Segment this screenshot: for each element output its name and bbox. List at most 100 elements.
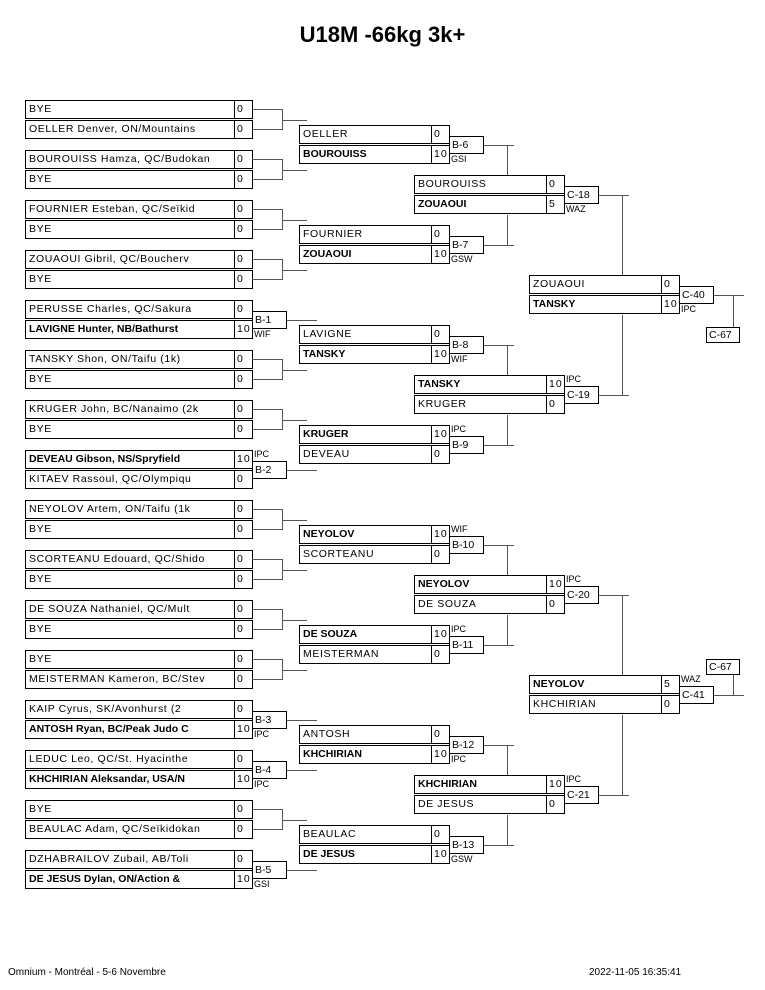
- competitor-row[interactable]: ZOUAOUI Gibril, QC/Boucherv: [25, 250, 235, 269]
- competitor-row[interactable]: FOURNIER Esteban, QC/Seïkid: [25, 200, 235, 219]
- technique-code: GSW: [451, 254, 473, 264]
- match-label[interactable]: B-2: [252, 461, 287, 479]
- competitor-row[interactable]: KRUGER: [414, 395, 547, 414]
- competitor-row[interactable]: BOUROUISS Hamza, QC/Budokan: [25, 150, 235, 169]
- match-label[interactable]: C-40: [679, 286, 714, 304]
- score-value: 0: [237, 603, 244, 615]
- competitor-row[interactable]: ANTOSH: [299, 725, 432, 744]
- match-label[interactable]: B-13: [449, 836, 484, 854]
- competitor-name: NEYOLOV Artem, ON/Taifu (1k: [29, 503, 191, 515]
- competitor-score: 0: [546, 795, 565, 814]
- competitor-row[interactable]: NEYOLOV: [414, 575, 547, 594]
- competitor-row[interactable]: ZOUAOUI: [414, 195, 547, 214]
- competitor-row[interactable]: KRUGER John, BC/Nanaimo (2k: [25, 400, 235, 419]
- competitor-row[interactable]: DZHABRAILOV Zubail, AB/Toli: [25, 850, 235, 869]
- competitor-row[interactable]: SCORTEANU Edouard, QC/Shido: [25, 550, 235, 569]
- competitor-score: 5: [661, 675, 680, 694]
- competitor-row[interactable]: ZOUAOUI: [529, 275, 662, 294]
- match-label[interactable]: C-41: [679, 686, 714, 704]
- competitor-row[interactable]: BYE: [25, 220, 235, 239]
- match-label[interactable]: B-4: [252, 761, 287, 779]
- competitor-row[interactable]: BYE: [25, 100, 235, 119]
- competitor-score: 0: [234, 400, 253, 419]
- competitor-row[interactable]: BYE: [25, 270, 235, 289]
- match-label[interactable]: B-1: [252, 311, 287, 329]
- competitor-row[interactable]: BYE: [25, 650, 235, 669]
- competitor-row[interactable]: NEYOLOV: [299, 525, 432, 544]
- competitor-row[interactable]: BYE: [25, 620, 235, 639]
- competitor-row[interactable]: DE JESUS Dylan, ON/Action &: [25, 870, 235, 889]
- competitor-row[interactable]: KAIP Cyrus, SK/Avonhurst (2: [25, 700, 235, 719]
- competitor-row[interactable]: OELLER Denver, ON/Mountains: [25, 120, 235, 139]
- match-label[interactable]: B-7: [449, 236, 484, 254]
- connector-line: [282, 209, 283, 230]
- competitor-row[interactable]: KHCHIRIAN: [414, 775, 547, 794]
- competitor-row[interactable]: KRUGER: [299, 425, 432, 444]
- match-label[interactable]: B-10: [449, 536, 484, 554]
- competitor-row[interactable]: LEDUC Leo, QC/St. Hyacinthe: [25, 750, 235, 769]
- competitor-row[interactable]: DE JESUS: [299, 845, 432, 864]
- bracket-title: U18M -66kg 3k+: [299, 22, 466, 47]
- match-label[interactable]: C-20: [564, 586, 599, 604]
- match-label[interactable]: C-18: [564, 186, 599, 204]
- competitor-row[interactable]: NEYOLOV Artem, ON/Taifu (1k: [25, 500, 235, 519]
- match-label[interactable]: B-8: [449, 336, 484, 354]
- competitor-row[interactable]: MEISTERMAN Kameron, BC/Stev: [25, 670, 235, 689]
- match-label[interactable]: C-19: [564, 386, 599, 404]
- competitor-row[interactable]: KITAEV Rassoul, QC/Olympiqu: [25, 470, 235, 489]
- competitor-row[interactable]: ZOUAOUI: [299, 245, 432, 264]
- connector-line: [282, 570, 307, 571]
- match-label[interactable]: B-3: [252, 711, 287, 729]
- competitor-score: 10: [431, 845, 450, 864]
- next-match-box[interactable]: C-67: [706, 327, 740, 343]
- competitor-row[interactable]: ANTOSH Ryan, BC/Peak Judo C: [25, 720, 235, 739]
- competitor-row[interactable]: SCORTEANU: [299, 545, 432, 564]
- competitor-row[interactable]: DE SOUZA: [414, 595, 547, 614]
- connector-line: [252, 679, 282, 680]
- match-label[interactable]: B-12: [449, 736, 484, 754]
- match-label[interactable]: B-6: [449, 136, 484, 154]
- competitor-row[interactable]: DE SOUZA: [299, 625, 432, 644]
- competitor-row[interactable]: LAVIGNE Hunter, NB/Bathurst: [25, 320, 235, 339]
- competitor-row[interactable]: BYE: [25, 800, 235, 819]
- competitor-row[interactable]: LAVIGNE: [299, 325, 432, 344]
- competitor-row[interactable]: TANSKY: [414, 375, 547, 394]
- competitor-row[interactable]: BYE: [25, 170, 235, 189]
- competitor-row[interactable]: OELLER: [299, 125, 432, 144]
- competitor-row[interactable]: NEYOLOV: [529, 675, 662, 694]
- competitor-name: DEVEAU: [303, 448, 350, 460]
- competitor-row[interactable]: BEAULAC: [299, 825, 432, 844]
- match-label[interactable]: B-11: [449, 636, 484, 654]
- connector-line: [282, 620, 307, 621]
- score-value: 0: [237, 823, 244, 835]
- competitor-row[interactable]: DE JESUS: [414, 795, 547, 814]
- competitor-row[interactable]: KHCHIRIAN Aleksandar, USA/N: [25, 770, 235, 789]
- competitor-row[interactable]: BOUROUISS: [414, 175, 547, 194]
- competitor-row[interactable]: BYE: [25, 370, 235, 389]
- competitor-row[interactable]: DE SOUZA Nathaniel, QC/Mult: [25, 600, 235, 619]
- match-label[interactable]: B-5: [252, 861, 287, 879]
- competitor-row[interactable]: DEVEAU: [299, 445, 432, 464]
- competitor-row[interactable]: KHCHIRIAN: [529, 695, 662, 714]
- technique-code: WAZ: [566, 204, 586, 214]
- competitor-row[interactable]: BYE: [25, 520, 235, 539]
- match-label[interactable]: C-21: [564, 786, 599, 804]
- competitor-row[interactable]: TANSKY Shon, ON/Taifu (1k): [25, 350, 235, 369]
- competitor-row[interactable]: BYE: [25, 570, 235, 589]
- competitor-row[interactable]: PERUSSE Charles, QC/Sakura: [25, 300, 235, 319]
- competitor-score: 0: [431, 825, 450, 844]
- competitor-name: DE JESUS: [303, 848, 355, 860]
- competitor-score: 10: [431, 525, 450, 544]
- competitor-row[interactable]: BEAULAC Adam, QC/Seïkidokan: [25, 820, 235, 839]
- match-label[interactable]: B-9: [449, 436, 484, 454]
- competitor-row[interactable]: BYE: [25, 420, 235, 439]
- competitor-row[interactable]: FOURNIER: [299, 225, 432, 244]
- next-match-box[interactable]: C-67: [706, 659, 740, 675]
- competitor-row[interactable]: TANSKY: [299, 345, 432, 364]
- connector-line: [599, 595, 629, 596]
- competitor-row[interactable]: DEVEAU Gibson, NS/Spryfield: [25, 450, 235, 469]
- competitor-row[interactable]: TANSKY: [529, 295, 662, 314]
- competitor-row[interactable]: KHCHIRIAN: [299, 745, 432, 764]
- competitor-row[interactable]: MEISTERMAN: [299, 645, 432, 664]
- competitor-row[interactable]: BOUROUISS: [299, 145, 432, 164]
